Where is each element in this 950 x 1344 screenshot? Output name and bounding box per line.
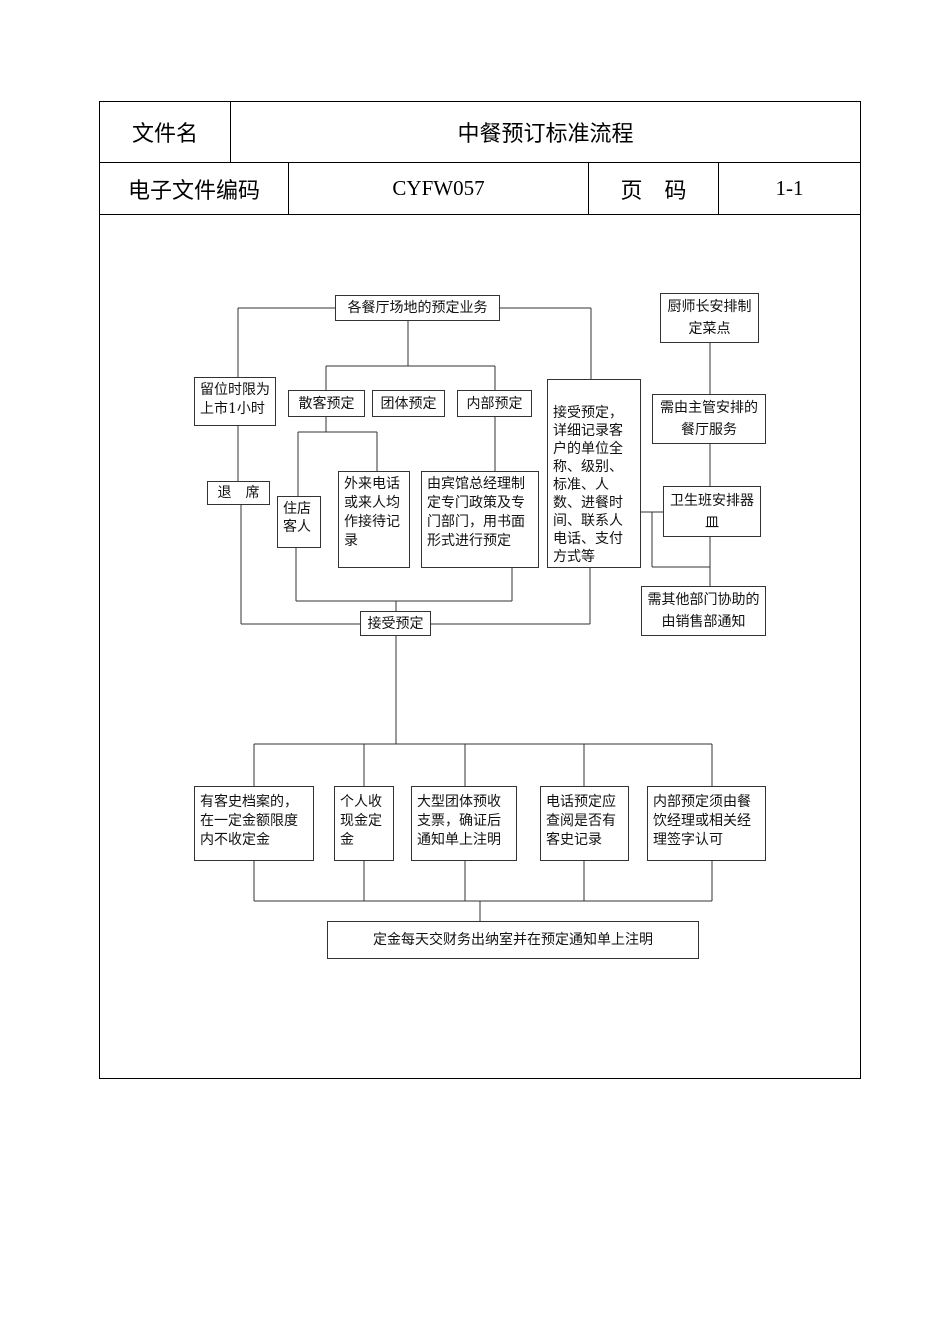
ecode-label: 电子文件编码 [127, 178, 260, 204]
cancel-box: 退 席 [207, 481, 270, 505]
accept-reservation-box: 接受预定 [360, 611, 431, 636]
page-value: 1-1 [718, 163, 860, 214]
hygiene-tableware-box: 卫生班安排器皿 [663, 486, 761, 537]
cash-deposit-box: 个人收现金定金 [334, 786, 394, 861]
gm-policy-box: 由宾馆总经理制定专门政策及专门部门，用书面形式进行预定 [421, 471, 539, 568]
deposit-final-box: 定金每天交财务出纳室并在预定通知单上注明 [327, 921, 699, 959]
header-row-code: 电子文件编码 CYFW057 页 码 1-1 [100, 163, 860, 215]
flowchart-frame [99, 214, 861, 1079]
phone-history-check-box: 电话预定应查阅是否有客史记录 [540, 786, 629, 861]
internal-reservation-box: 内部预定 [457, 390, 532, 417]
phone-record-box: 外来电话或来人均作接待记录 [338, 471, 410, 568]
file-name-label: 文件名 [131, 122, 198, 147]
accept-details-box: 接受预定，详细记录客户的单位全称、级别、标准、人数、进餐时间、联系人电话、支付方… [547, 379, 641, 568]
internal-sign-box: 内部预定须由餐饮经理或相关经理签字认可 [647, 786, 766, 861]
top-reservation-business-box: 各餐厅场地的预定业务 [335, 295, 500, 321]
walkin-reservation-box: 散客预定 [288, 390, 365, 417]
chef-menu-box: 厨师长安排制定菜点 [660, 293, 759, 343]
supervisor-service-box: 需由主管安排的餐厅服务 [652, 394, 766, 444]
header-row-title: 文件名 中餐预订标准流程 [100, 102, 860, 163]
large-group-box: 大型团体预收支票，确证后通知单上注明 [411, 786, 517, 861]
guest-history-box: 有客史档案的，在一定金额限度内不收定金 [194, 786, 314, 861]
hotel-guest-box: 住店客人 [277, 496, 321, 548]
group-reservation-box: 团体预定 [372, 390, 445, 417]
document-title: 中餐预订标准流程 [230, 102, 860, 162]
hold-time-box: 留位时限为上市1小时 [194, 377, 276, 426]
ecode-value: CYFW057 [288, 163, 588, 214]
header-table: 文件名 中餐预订标准流程 电子文件编码 CYFW057 页 码 1-1 [99, 101, 861, 215]
page-label: 页 码 [588, 163, 718, 214]
other-dept-box: 需其他部门协助的由销售部通知 [641, 586, 766, 636]
